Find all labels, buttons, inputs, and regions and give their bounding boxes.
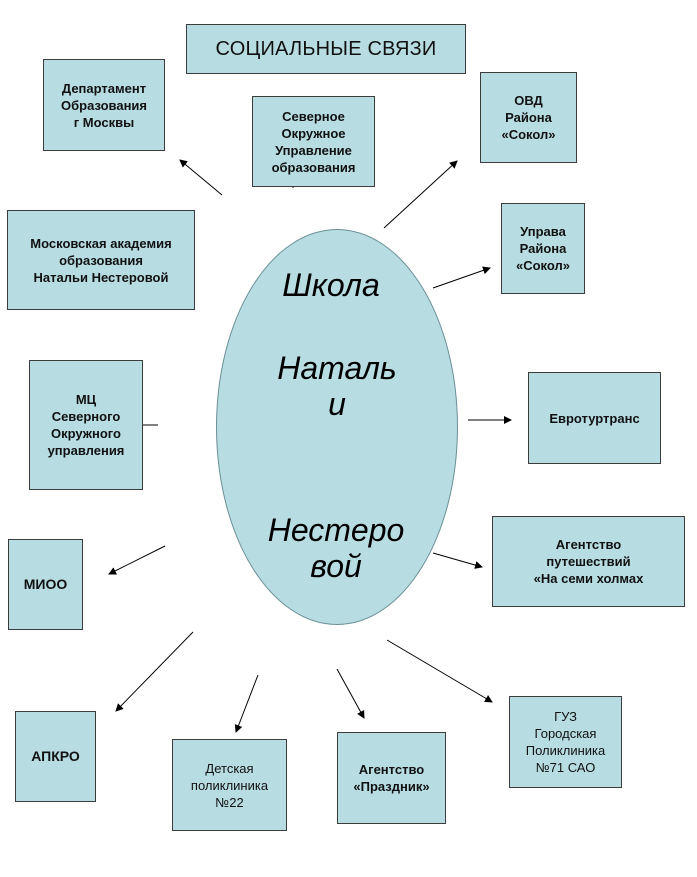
node-academy: Московская академия образования Натальи … (7, 210, 195, 310)
arrow-to-apkro (115, 631, 194, 712)
node-apkro: АПКРО (15, 711, 96, 802)
node-guz: ГУЗ Городская Поликлиника №71 САО (509, 696, 622, 788)
node-north-admin: Северное Окружное Управление образования (252, 96, 375, 187)
arrow-to-department (179, 159, 223, 196)
center-label-nesterova: Нестеро вой (267, 512, 405, 584)
center-label-school: Школа (282, 267, 380, 303)
node-mc: МЦ Северного Окружного управления (29, 360, 143, 490)
node-department: Департамент Образования г Москвы (43, 59, 165, 151)
node-agency-hills: Агентство путешествий «На семи холмах (492, 516, 685, 607)
arrow-to-uprava (432, 266, 491, 289)
diagram-title: СОЦИАЛЬНЫЕ СВЯЗИ (186, 24, 466, 74)
arrow-to-clinic22 (234, 674, 259, 733)
arrow-to-agency-hills (432, 552, 483, 569)
arrow-to-mioo (108, 545, 166, 575)
center-label-natalia: Наталь и (277, 350, 397, 422)
center-ellipse (216, 229, 458, 625)
arrow-to-prazdnik (336, 668, 365, 719)
node-ovd: ОВД Района «Сокол» (480, 72, 577, 163)
node-prazdnik: Агентство «Праздник» (337, 732, 446, 824)
node-mioo: МИОО (8, 539, 83, 630)
arrow-to-guz (386, 639, 493, 703)
node-uprava: Управа Района «Сокол» (501, 203, 585, 294)
node-evroturtrans: Евротуртранс (528, 372, 661, 464)
node-clinic22: Детская поликлиника №22 (172, 739, 287, 831)
arrow-to-ovd (383, 160, 458, 229)
